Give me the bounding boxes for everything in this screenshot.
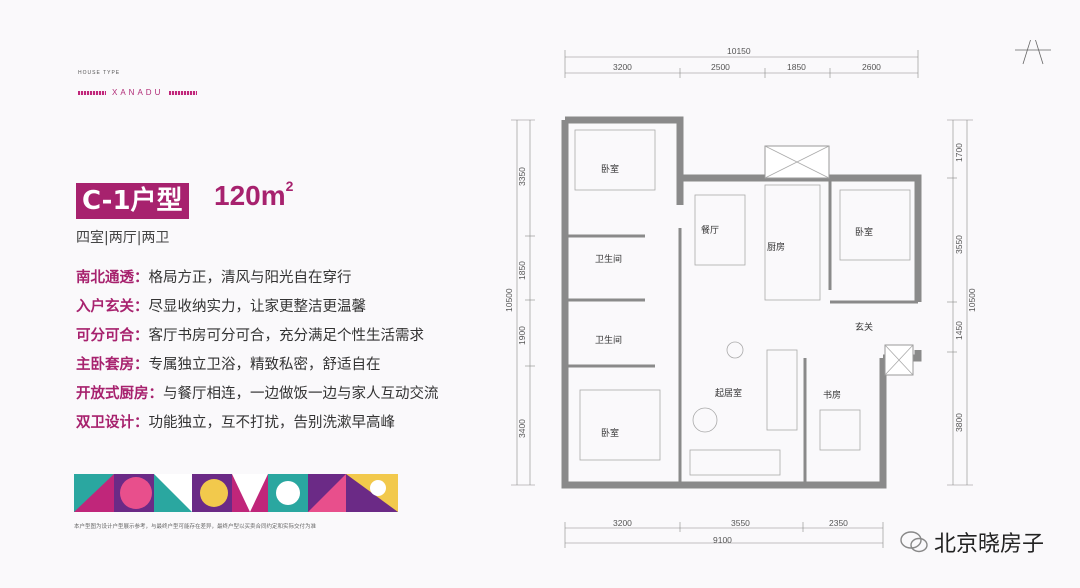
dim-left-2: 1850: [517, 261, 527, 280]
unit-area: 120m2: [214, 177, 294, 212]
room-label-kitchen: 厨房: [767, 241, 785, 253]
compass-icon: [1015, 40, 1051, 65]
dim-right-3: 1450: [954, 321, 964, 340]
feature-item: 可分可合：客厅书房可分可合，充分满足个性生活需求: [76, 324, 439, 353]
room-summary: 四室|两厅|两卫: [76, 230, 170, 246]
room-label-entry: 玄关: [855, 321, 873, 333]
dim-bottom-2: 3550: [731, 518, 750, 528]
feature-text: 尽显收纳实力，让家更整洁更温馨: [148, 299, 367, 315]
room-label-bath-1: 卫生间: [595, 253, 622, 265]
dim-right-total: 10500: [967, 288, 977, 312]
feature-key: 双卫设计：: [76, 415, 149, 431]
dim-right-2: 3550: [954, 235, 964, 254]
area-value: 120m: [214, 180, 286, 211]
feature-list: 南北通透：格局方正，清风与阳光自在穿行 入户玄关：尽显收纳实力，让家更整洁更温馨…: [76, 266, 439, 440]
dim-top-2: 2500: [711, 62, 730, 72]
wechat-icon: [900, 531, 928, 553]
brand-row: XANADU: [78, 88, 198, 97]
disclaimer: 本户型图为设计户型展示参考，与最终户型可能存在差异，最终户型以买卖合同约定和实际…: [74, 524, 317, 530]
feature-text: 专属独立卫浴，精致私密，舒适自在: [148, 357, 381, 373]
brand-pattern-right: [169, 90, 198, 95]
room-label-study: 书房: [823, 389, 841, 401]
dim-top-1: 3200: [613, 62, 632, 72]
dim-left-1: 3350: [517, 167, 527, 186]
dim-top-4: 2600: [862, 62, 881, 72]
feature-item: 双卫设计：功能独立，互不打扰，告别洗漱早高峰: [76, 411, 439, 440]
feature-key: 主卧套房：: [76, 357, 149, 373]
floor-plan: 10150 3200 2500 1850 2600 3200 3550 2350…: [504, 40, 1051, 548]
dim-left-3: 1900: [517, 326, 527, 345]
dim-bottom-1: 3200: [613, 518, 632, 528]
feature-item: 主卧套房：专属独立卫浴，精致私密，舒适自在: [76, 353, 439, 382]
feature-item: 入户玄关：尽显收纳实力，让家更整洁更温馨: [76, 295, 439, 324]
walls: [561, 116, 922, 489]
feature-key: 可分可合：: [76, 328, 149, 344]
feature-item: 南北通透：格局方正，清风与阳光自在穿行: [76, 266, 439, 295]
dim-right-1: 1700: [954, 143, 964, 162]
house-type-caption: HOUSE TYPE: [78, 70, 121, 76]
room-label-bath-2: 卫生间: [595, 334, 622, 346]
decorative-mosaic: [74, 474, 398, 512]
brand-name: XANADU: [112, 88, 164, 97]
dim-left-4: 3400: [517, 419, 527, 438]
room-label-dining: 餐厅: [701, 224, 719, 236]
brand-pattern-left: [78, 90, 106, 95]
dim-top-total: 10150: [727, 46, 751, 56]
area-superscript: 2: [285, 177, 294, 194]
dim-bottom-3: 2350: [829, 518, 848, 528]
room-label-bedroom-nw: 卧室: [601, 163, 619, 175]
feature-key: 南北通透：: [76, 270, 149, 286]
room-label-bedroom-sw: 卧室: [601, 427, 619, 439]
feature-key: 入户玄关：: [76, 299, 149, 315]
dim-bottom-total: 9100: [713, 535, 732, 545]
unit-type-badge: C-1户型: [76, 183, 189, 219]
dim-top-3: 1850: [787, 62, 806, 72]
feature-key: 开放式厨房：: [76, 386, 163, 402]
feature-item: 开放式厨房：与餐厅相连，一边做饭一边与家人互动交流: [76, 382, 439, 411]
dim-right-4: 3800: [954, 413, 964, 432]
feature-text: 与餐厅相连，一边做饭一边与家人互动交流: [163, 386, 439, 402]
watermark-text: 北京晓房子: [933, 532, 1044, 557]
watermark: 北京晓房子: [900, 526, 1044, 558]
dim-left-total: 10500: [504, 288, 514, 312]
room-label-bedroom-ne: 卧室: [855, 226, 873, 238]
room-label-living: 起居室: [715, 387, 742, 399]
feature-text: 格局方正，清风与阳光自在穿行: [148, 270, 352, 286]
feature-text: 功能独立，互不打扰，告别洗漱早高峰: [148, 415, 396, 431]
feature-text: 客厅书房可分可合，充分满足个性生活需求: [148, 328, 425, 344]
